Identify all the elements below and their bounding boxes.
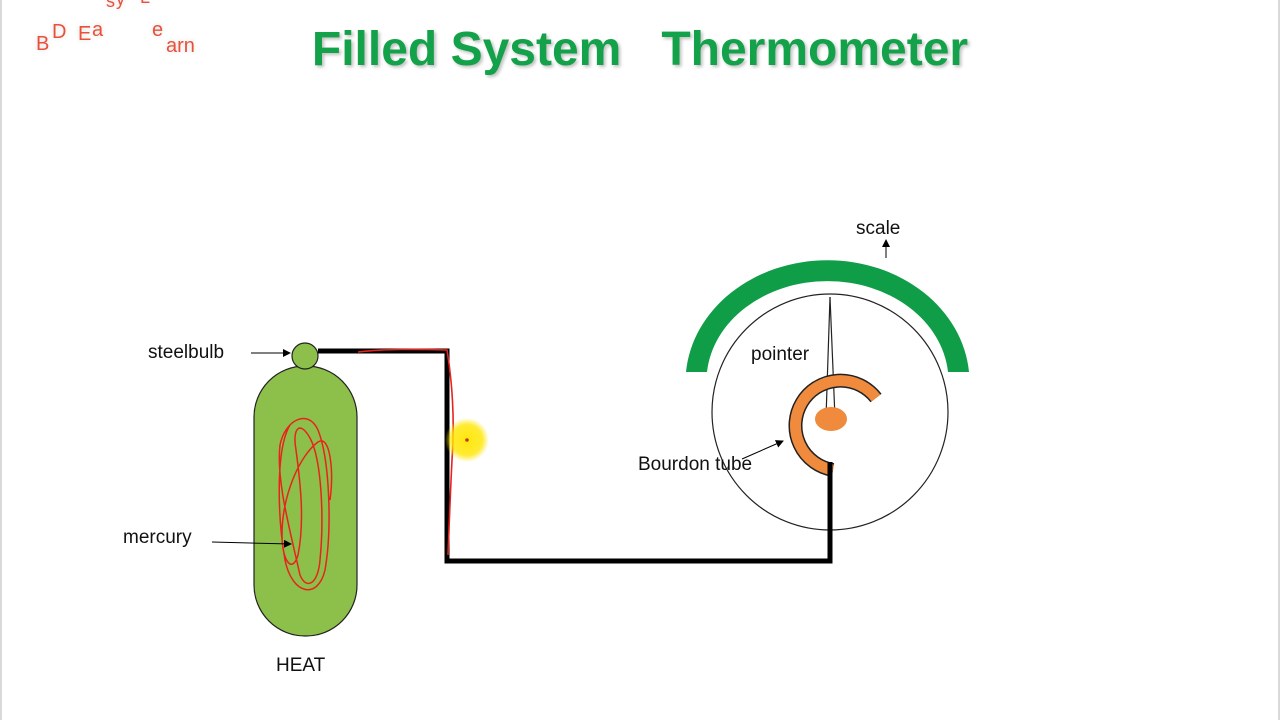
mercury-scribble (278, 417, 333, 591)
logo-letter: D (52, 21, 67, 43)
pointer-label: pointer (751, 344, 810, 365)
logo-letter: y (116, 0, 125, 8)
logo-letter: E (78, 23, 92, 45)
mercury-arrow (211, 539, 292, 548)
bourdon-tube-fill (790, 375, 881, 476)
logo-letter: s (106, 0, 115, 11)
right-frame-edge (1278, 0, 1280, 720)
logo-letter: L (140, 0, 150, 6)
steelbulb-label: steelbulb (148, 342, 224, 363)
pointer-line (829, 296, 836, 419)
logo-letter: arn (166, 35, 195, 57)
heat-label: HEAT (276, 655, 326, 676)
mercury-label: mercury (123, 527, 192, 548)
red-annotation-trace (357, 348, 454, 556)
logo-letter: a (92, 19, 104, 41)
pointer-pivot (815, 407, 847, 431)
cursor-dot (465, 438, 469, 442)
pointer-line (825, 296, 831, 419)
capillary-tube (318, 348, 833, 564)
bulb-container (253, 365, 358, 637)
bourdon-arrow (741, 440, 784, 460)
logo-letter: B (36, 33, 50, 55)
bourdon-tube-label: Bourdon tube (638, 454, 752, 475)
left-frame-edge (0, 0, 2, 720)
brand-logo: B D E a s y L e arn (34, 0, 224, 66)
logo-letter: e (152, 19, 164, 41)
scale-label: scale (856, 218, 900, 239)
page-title: Filled System Thermometer (311, 23, 969, 76)
scale-arc (686, 260, 969, 372)
steel-bulb (291, 342, 319, 370)
